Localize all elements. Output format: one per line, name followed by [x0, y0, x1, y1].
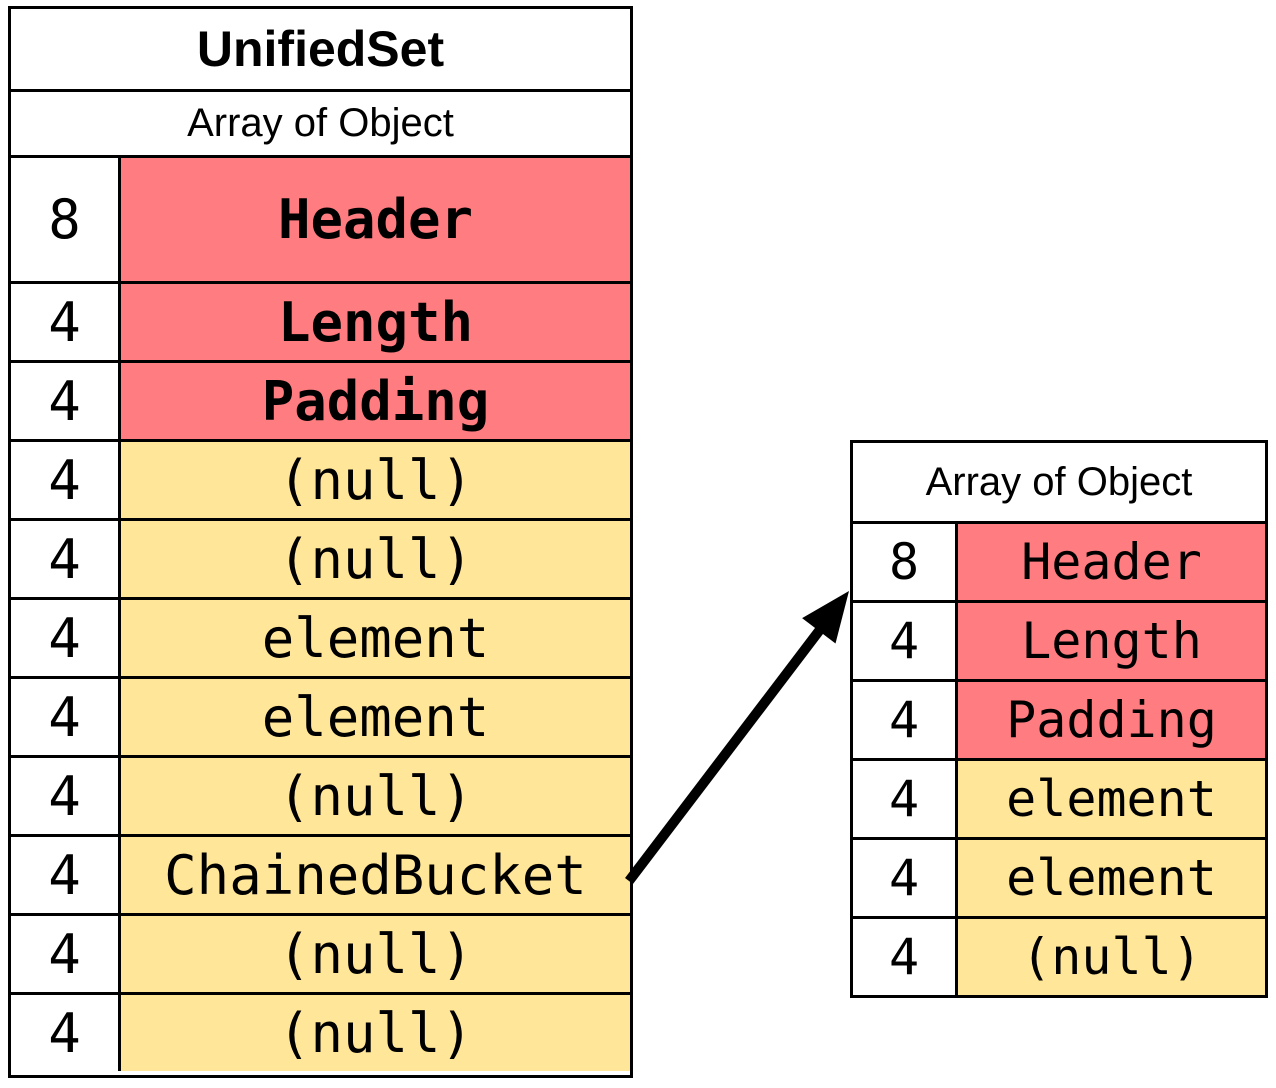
size-cell: 4 — [11, 679, 121, 755]
table-row: 4 (null) — [11, 992, 630, 1071]
table-row: 4 (null) — [853, 916, 1265, 995]
table-subtitle: Array of Object — [925, 459, 1193, 504]
label-cell: Padding — [121, 363, 630, 439]
label-cell: Header — [121, 158, 630, 281]
label-cell: (null) — [121, 442, 630, 518]
label-cell: ChainedBucket — [121, 837, 630, 913]
size-cell: 4 — [853, 761, 958, 837]
label-cell: element — [958, 840, 1265, 916]
size-cell: 4 — [11, 284, 121, 360]
size-cell: 4 — [11, 916, 121, 992]
label-cell: (null) — [121, 758, 630, 834]
label-cell: Length — [121, 284, 630, 360]
table-row: 8 Header — [853, 521, 1265, 600]
table-row: 4 (null) — [11, 913, 630, 992]
table-row: Array of Object — [853, 443, 1265, 521]
label-cell: (null) — [121, 521, 630, 597]
label-cell: Header — [958, 524, 1265, 600]
size-cell: 4 — [11, 521, 121, 597]
size-cell: 4 — [853, 682, 958, 758]
table-row: 4 element — [11, 676, 630, 755]
size-cell: 4 — [11, 758, 121, 834]
table-row: 4 Padding — [853, 679, 1265, 758]
size-cell: 4 — [853, 603, 958, 679]
size-cell: 4 — [11, 995, 121, 1071]
label-cell: (null) — [121, 916, 630, 992]
table-row: 4 element — [11, 597, 630, 676]
label-cell: (null) — [958, 919, 1265, 995]
table-row: 4 (null) — [11, 439, 630, 518]
size-cell: 4 — [11, 837, 121, 913]
size-cell: 4 — [11, 363, 121, 439]
label-cell: Padding — [958, 682, 1265, 758]
label-cell: element — [121, 679, 630, 755]
label-cell: element — [121, 600, 630, 676]
size-cell: 4 — [853, 919, 958, 995]
table-row: 4 Length — [853, 600, 1265, 679]
unifiedset-table: UnifiedSet Array of Object 8 Header 4 Le… — [8, 6, 633, 1078]
size-cell: 4 — [11, 600, 121, 676]
label-cell: (null) — [121, 995, 630, 1071]
table-title: UnifiedSet — [196, 21, 445, 77]
table-subtitle: Array of Object — [187, 101, 454, 145]
size-cell: 8 — [11, 158, 121, 281]
table-row: 4 ChainedBucket — [11, 834, 630, 913]
size-cell: 4 — [11, 442, 121, 518]
table-row: 4 Padding — [11, 360, 630, 439]
table-row: 4 (null) — [11, 755, 630, 834]
table-row: 4 Length — [11, 281, 630, 360]
table-row: Array of Object — [11, 89, 630, 155]
table-row: UnifiedSet — [11, 9, 630, 89]
table-row: 4 element — [853, 837, 1265, 916]
table-row: 8 Header — [11, 155, 630, 281]
table-row: 4 (null) — [11, 518, 630, 597]
array-of-object-table: Array of Object 8 Header 4 Length 4 Padd… — [850, 440, 1268, 998]
table-row: 4 element — [853, 758, 1265, 837]
size-cell: 8 — [853, 524, 958, 600]
label-cell: Length — [958, 603, 1265, 679]
label-cell: element — [958, 761, 1265, 837]
size-cell: 4 — [853, 840, 958, 916]
